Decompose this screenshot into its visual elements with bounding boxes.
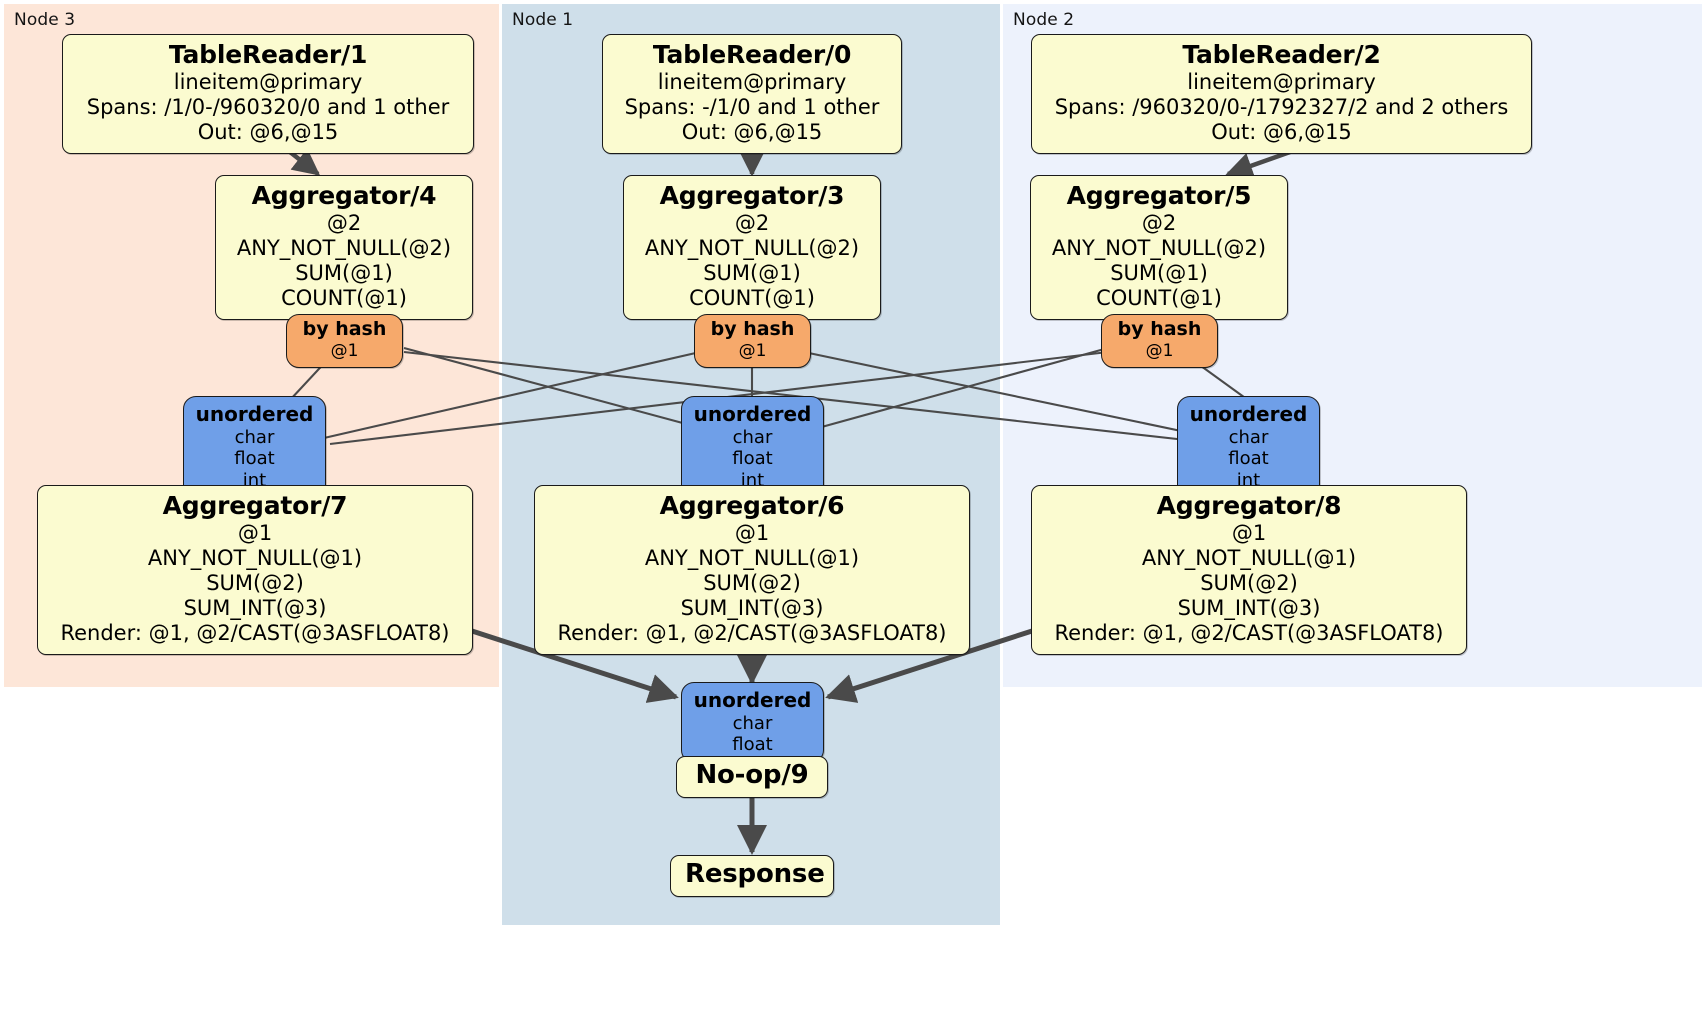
node-title: Aggregator/8 xyxy=(1156,491,1342,520)
node-title: Aggregator/3 xyxy=(659,181,845,210)
node-func-3: COUNT(@1) xyxy=(281,286,407,311)
node-out: Out: @6,@15 xyxy=(681,119,823,144)
router-by-hash-node-2[interactable]: by hash @1 xyxy=(1101,314,1218,368)
processor-table-reader-1[interactable]: TableReader/1 lineitem@primary Spans: /1… xyxy=(62,34,474,155)
node-title: TableReader/2 xyxy=(1182,40,1381,69)
node-group-col: @1 xyxy=(1231,520,1267,545)
node-title: TableReader/0 xyxy=(652,40,852,69)
node-render: Render: @1, @2/CAST(@3ASFLOAT8) xyxy=(1054,621,1444,646)
router-by-hash-node-1[interactable]: by hash @1 xyxy=(694,314,811,368)
receiver-type-0: char xyxy=(732,712,773,734)
receiver-type-0: char xyxy=(732,426,773,448)
node-func-1: ANY_NOT_NULL(@1) xyxy=(1141,545,1357,570)
router-column: @1 xyxy=(330,340,359,361)
receiver-type-0: char xyxy=(1228,426,1269,448)
node-title: Aggregator/6 xyxy=(659,491,845,520)
node-title: No-op/9 xyxy=(695,760,809,790)
node-spans: Spans: /1/0-/960320/0 and 1 other xyxy=(86,94,450,119)
node-func-3: SUM_INT(@3) xyxy=(1177,596,1321,621)
node-spans: Spans: /960320/0-/1792327/2 and 2 others xyxy=(1054,94,1509,119)
receiver-title: unordered xyxy=(1189,402,1308,426)
node-out: Out: @6,@15 xyxy=(1211,119,1352,144)
receiver-unordered-node-3[interactable]: unordered char float int xyxy=(183,396,326,499)
node-func-1: ANY_NOT_NULL(@1) xyxy=(644,545,860,570)
receiver-title: unordered xyxy=(693,688,812,712)
processor-aggregator-5[interactable]: Aggregator/5 @2 ANY_NOT_NULL(@2) SUM(@1)… xyxy=(1030,175,1288,321)
lane-label-node-2: Node 2 xyxy=(1013,10,1075,30)
node-title: Aggregator/5 xyxy=(1066,181,1252,210)
receiver-title: unordered xyxy=(693,402,812,426)
node-group-col: @1 xyxy=(237,520,273,545)
node-title: Aggregator/7 xyxy=(162,491,348,520)
receiver-title: unordered xyxy=(195,402,314,426)
node-spans: Spans: -/1/0 and 1 other xyxy=(624,94,880,119)
receiver-unordered-final[interactable]: unordered char float xyxy=(681,682,824,763)
node-render: Render: @1, @2/CAST(@3ASFLOAT8) xyxy=(60,621,450,646)
node-out: Out: @6,@15 xyxy=(197,119,339,144)
processor-aggregator-4[interactable]: Aggregator/4 @2 ANY_NOT_NULL(@2) SUM(@1)… xyxy=(215,175,473,321)
node-func-1: ANY_NOT_NULL(@2) xyxy=(644,235,860,260)
node-func-1: ANY_NOT_NULL(@2) xyxy=(236,235,452,260)
node-group-col: @2 xyxy=(1141,210,1177,235)
receiver-type-1: float xyxy=(732,448,773,470)
node-title: Response xyxy=(685,859,825,889)
receiver-type-1: float xyxy=(732,734,773,756)
processor-aggregator-8[interactable]: Aggregator/8 @1 ANY_NOT_NULL(@1) SUM(@2)… xyxy=(1031,485,1467,656)
receiver-unordered-node-2[interactable]: unordered char float int xyxy=(1177,396,1320,499)
node-func-2: SUM(@1) xyxy=(295,260,393,285)
processor-aggregator-7[interactable]: Aggregator/7 @1 ANY_NOT_NULL(@1) SUM(@2)… xyxy=(37,485,473,656)
processor-table-reader-2[interactable]: TableReader/2 lineitem@primary Spans: /9… xyxy=(1031,34,1532,155)
node-func-2: SUM(@2) xyxy=(206,570,304,595)
lane-label-node-1: Node 1 xyxy=(512,10,574,30)
router-column: @1 xyxy=(738,340,767,361)
node-table: lineitem@primary xyxy=(1187,69,1376,94)
node-func-1: ANY_NOT_NULL(@1) xyxy=(147,545,363,570)
response-node[interactable]: Response xyxy=(670,855,834,897)
receiver-type-1: float xyxy=(1228,448,1269,470)
router-title: by hash xyxy=(302,318,387,340)
router-title: by hash xyxy=(1117,318,1202,340)
node-func-3: COUNT(@1) xyxy=(1096,286,1222,311)
node-func-2: SUM(@1) xyxy=(1110,260,1208,285)
node-table: lineitem@primary xyxy=(657,69,847,94)
node-func-2: SUM(@1) xyxy=(703,260,801,285)
receiver-unordered-node-1[interactable]: unordered char float int xyxy=(681,396,824,499)
processor-aggregator-3[interactable]: Aggregator/3 @2 ANY_NOT_NULL(@2) SUM(@1)… xyxy=(623,175,881,321)
node-group-col: @1 xyxy=(734,520,770,545)
receiver-type-1: float xyxy=(234,448,275,470)
node-group-col: @2 xyxy=(734,210,770,235)
node-render: Render: @1, @2/CAST(@3ASFLOAT8) xyxy=(557,621,947,646)
node-func-2: SUM(@2) xyxy=(703,570,801,595)
node-func-2: SUM(@2) xyxy=(1200,570,1298,595)
node-func-3: SUM_INT(@3) xyxy=(183,596,327,621)
node-func-3: COUNT(@1) xyxy=(689,286,815,311)
processor-no-op-9[interactable]: No-op/9 xyxy=(676,756,828,798)
lane-label-node-3: Node 3 xyxy=(14,10,76,30)
processor-table-reader-0[interactable]: TableReader/0 lineitem@primary Spans: -/… xyxy=(602,34,902,155)
node-func-1: ANY_NOT_NULL(@2) xyxy=(1051,235,1267,260)
node-func-3: SUM_INT(@3) xyxy=(680,596,824,621)
router-title: by hash xyxy=(710,318,795,340)
processor-aggregator-6[interactable]: Aggregator/6 @1 ANY_NOT_NULL(@1) SUM(@2)… xyxy=(534,485,970,656)
node-group-col: @2 xyxy=(326,210,362,235)
node-title: Aggregator/4 xyxy=(251,181,437,210)
node-table: lineitem@primary xyxy=(173,69,363,94)
node-title: TableReader/1 xyxy=(168,40,368,69)
router-by-hash-node-3[interactable]: by hash @1 xyxy=(286,314,403,368)
receiver-type-0: char xyxy=(234,426,275,448)
router-column: @1 xyxy=(1145,340,1174,361)
